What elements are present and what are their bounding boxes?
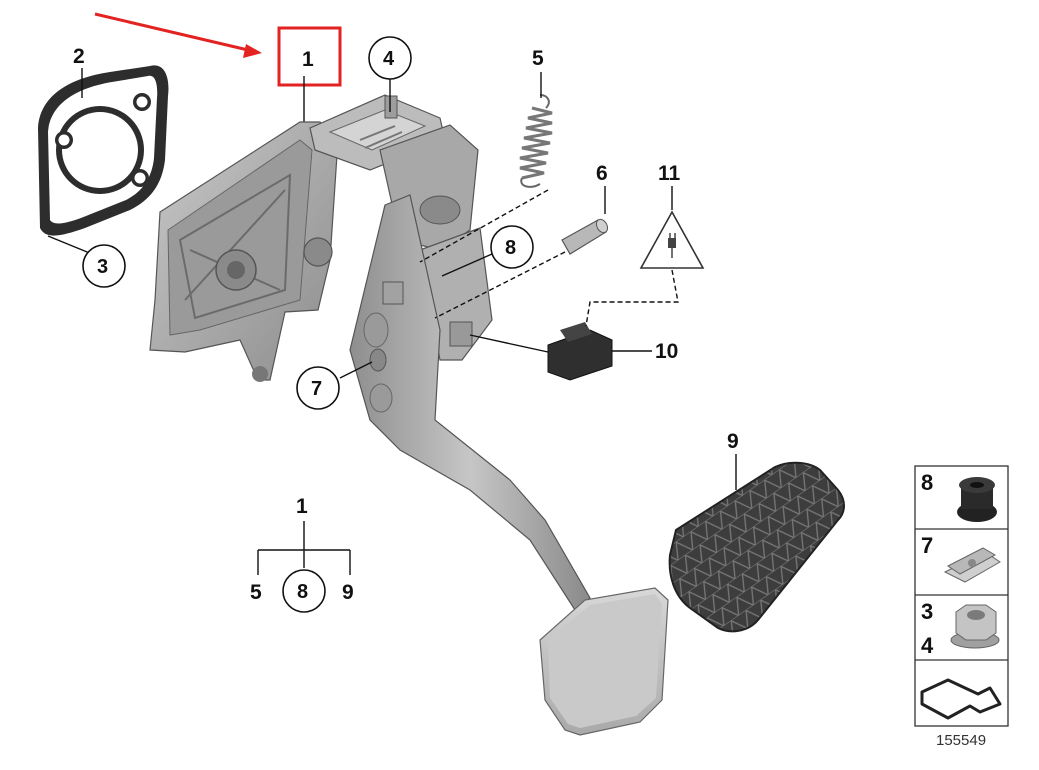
dashed-line-spring (419, 189, 549, 263)
callout-7-circle (296, 366, 340, 410)
callout-11: 11 (658, 162, 681, 185)
leader-7 (339, 361, 373, 379)
leader-8 (441, 253, 493, 277)
legend-row3-number-a: 3 (921, 599, 933, 624)
leader-3 (47, 235, 93, 255)
clip-nut-icon (943, 547, 1001, 583)
callout-2: 2 (73, 45, 85, 68)
callout-8: 8 (505, 237, 516, 259)
dashed-line-switch (585, 269, 679, 327)
assembly-tree-left: 5 (250, 581, 262, 604)
assembly-tree: 1 5 8 9 (250, 495, 354, 613)
legend-row2-number: 7 (921, 533, 933, 558)
pin-part (561, 218, 609, 255)
dashed-line-pin (434, 251, 566, 319)
callout-1: 1 (302, 48, 314, 71)
continuation-arrow-icon (920, 678, 1002, 720)
legend-row3-number-b: 4 (921, 633, 934, 658)
grommet-icon (957, 477, 997, 522)
callout-7: 7 (311, 378, 322, 400)
callout-9: 9 (727, 430, 739, 453)
callout-8-circle (490, 225, 534, 269)
switch-connector-part (547, 322, 613, 381)
legend-row1-number: 8 (921, 470, 933, 495)
callout-5: 5 (532, 47, 544, 70)
electrical-warning-icon (639, 210, 705, 269)
highlight-box (277, 26, 342, 87)
callout-3-circle (82, 244, 126, 288)
callout-6: 6 (596, 162, 608, 185)
diagram-id: 155549 (936, 732, 986, 749)
callout-4: 4 (383, 48, 395, 70)
pedal-bracket-part (149, 94, 493, 382)
pedal-arm-part (349, 194, 669, 736)
spring-part (519, 94, 553, 188)
pedal-pad-part (668, 461, 845, 633)
assembly-tree-middle: 8 (297, 581, 308, 603)
callout-10: 10 (655, 340, 678, 363)
callout-3: 3 (97, 256, 108, 278)
assembly-tree-parent: 1 (296, 495, 308, 518)
assembly-tree-middle-circle (282, 569, 326, 613)
leader-10b (469, 334, 549, 353)
flange-nut-icon (950, 604, 1000, 649)
gasket-part (38, 65, 169, 236)
parts-legend: 8 7 3 4 (914, 465, 1009, 727)
assembly-tree-right: 9 (342, 581, 354, 604)
highlight-arrow-icon (94, 12, 262, 58)
